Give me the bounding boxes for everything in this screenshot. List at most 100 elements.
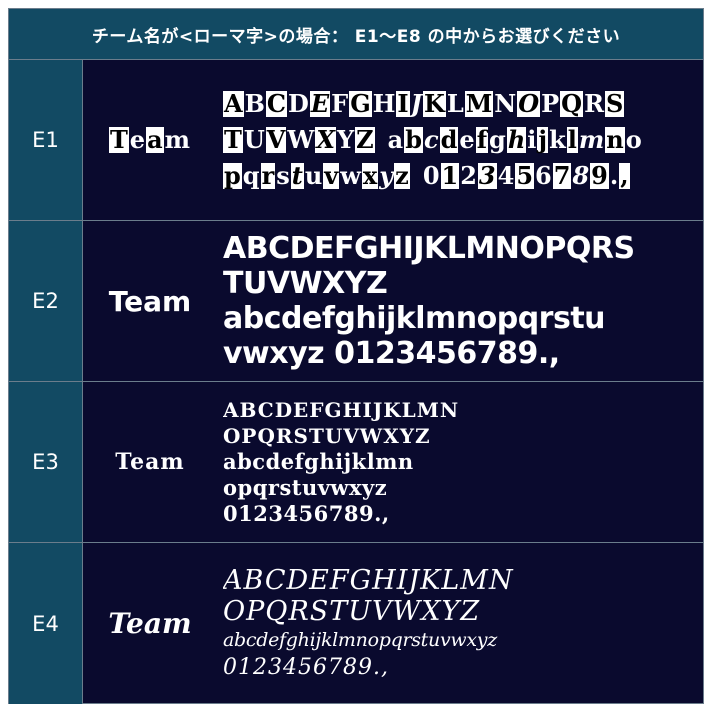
ransom-glyph: k xyxy=(548,125,567,154)
ransom-glyph: 3 xyxy=(477,161,497,190)
sample-line: abcdefghijklmn xyxy=(223,449,414,474)
sample-line: OPQRSTUVWXYZ xyxy=(223,595,481,627)
alphabet-sample: ABCDEFGHIJKLMN OPQRSTUVWXYZ abcdefghijkl… xyxy=(223,382,699,542)
ransom-glyph: x xyxy=(361,161,379,190)
ransom-glyph: S xyxy=(605,89,625,118)
ransom-glyph: J xyxy=(409,89,423,118)
ransom-glyph: c xyxy=(423,125,440,154)
ransom-glyph: P xyxy=(540,89,561,118)
alphabet-sample: ABCDEFGHIJKLMN OPQRSTUVWXYZ abcdefghijkl… xyxy=(223,543,699,704)
ransom-glyph: 2 xyxy=(459,161,478,190)
ransom-glyph: E xyxy=(309,89,331,118)
team-sample: Team xyxy=(85,221,215,381)
ransom-glyph: a xyxy=(146,125,164,154)
ransom-glyph: U xyxy=(242,125,266,154)
team-sample-text: Team xyxy=(115,449,185,475)
ransom-glyph: G xyxy=(349,89,372,118)
font-row-e4[interactable]: E4 Team ABCDEFGHIJKLMN OPQRSTUVWXYZ abcd… xyxy=(9,543,703,704)
team-sample-text: Team xyxy=(108,607,192,640)
ransom-glyph: N xyxy=(493,89,518,118)
ransom-glyph: L xyxy=(445,89,465,118)
ransom-glyph: h xyxy=(506,125,527,154)
font-code: E2 xyxy=(9,221,83,381)
ransom-glyph: l xyxy=(566,125,578,154)
ransom-glyph: a xyxy=(386,125,405,154)
font-code: E4 xyxy=(9,543,83,704)
ransom-glyph: 6 xyxy=(534,161,553,190)
ransom-glyph: 5 xyxy=(515,161,535,190)
sample-line: 0123456789., xyxy=(223,654,389,680)
ransom-glyph: 1 xyxy=(440,161,460,190)
ransom-glyph: m xyxy=(577,125,606,154)
ransom-glyph: F xyxy=(330,89,350,118)
sample-line: vwxyz 0123456789., xyxy=(223,336,560,371)
ransom-glyph: t xyxy=(290,161,304,190)
ransom-glyph: d xyxy=(439,125,459,154)
ransom-glyph: e xyxy=(128,125,147,154)
sample-line: ABCDEFGHIJKLMN xyxy=(223,564,514,596)
ransom-glyph: j xyxy=(537,125,549,154)
ransom-glyph: 7 xyxy=(552,161,572,190)
ransom-glyph: H xyxy=(371,89,397,118)
ransom-glyph: s xyxy=(275,161,291,190)
ransom-glyph: Y xyxy=(336,125,356,154)
team-sample-text: Team xyxy=(108,284,192,318)
ransom-glyph: 9 xyxy=(590,161,609,190)
sample-line: opqrstuvwxyz xyxy=(223,475,388,500)
ransom-glyph: O xyxy=(517,89,541,118)
ransom-glyph: f xyxy=(475,125,489,154)
ransom-glyph: D xyxy=(287,89,310,118)
ransom-glyph: b xyxy=(404,125,424,154)
ransom-glyph: m xyxy=(163,125,192,154)
ransom-glyph: R xyxy=(583,89,606,118)
ransom-glyph: z xyxy=(394,161,410,190)
page-title: チーム名が<ローマ字>の場合： E1〜E8 の中からお選びください xyxy=(9,9,703,60)
ransom-glyph: T xyxy=(108,125,129,154)
ransom-glyph: y xyxy=(378,161,395,190)
team-sample: Team xyxy=(85,382,215,542)
sample-line: abcdefghijklmnopqrstuvwxyz xyxy=(223,628,497,651)
alphabet-sample: ABCDEFGHIJKLMNOPQRS TUVWXYZ abcdefghijkl… xyxy=(223,221,699,381)
ransom-glyph: 8 xyxy=(571,161,591,190)
ransom-glyph: u xyxy=(303,161,324,190)
ransom-glyph: A xyxy=(223,89,244,118)
font-row-e2[interactable]: E2 Team ABCDEFGHIJKLMNOPQRS TUVWXYZ abcd… xyxy=(9,221,703,382)
sample-line: ABCDEFGHIJKLMN xyxy=(223,398,460,422)
ransom-glyph: i xyxy=(526,125,538,154)
ransom-glyph: 0 xyxy=(421,161,441,190)
ransom-glyph: Q xyxy=(560,89,584,118)
ransom-glyph: r xyxy=(260,161,276,190)
ransom-glyph: T xyxy=(223,125,243,154)
font-code: E3 xyxy=(9,382,83,542)
ransom-glyph: B xyxy=(243,89,266,118)
font-row-e3[interactable]: E3 Team ABCDEFGHIJKLMN OPQRSTUVWXYZ abcd… xyxy=(9,382,703,543)
ransom-glyph: , xyxy=(619,161,630,190)
ransom-glyph: M xyxy=(464,89,494,118)
sample-line: ABCDEFGHIJKLMNOPQRS xyxy=(223,231,635,266)
ransom-glyph: . xyxy=(608,161,620,190)
ransom-glyph: Z xyxy=(355,125,375,154)
ransom-glyph: e xyxy=(458,125,476,154)
ransom-glyph: V xyxy=(265,125,287,154)
sample-line: abcdefghijklmnopqrstu xyxy=(223,301,606,336)
ransom-glyph: K xyxy=(422,89,446,118)
ransom-glyph: o xyxy=(624,125,643,154)
font-code: E1 xyxy=(9,60,83,220)
ransom-glyph: v xyxy=(323,161,340,190)
team-sample: Team xyxy=(85,543,215,704)
sample-line: TUVWXYZ xyxy=(223,266,388,301)
sample-line: OPQRSTUVWXYZ xyxy=(223,424,431,448)
ransom-glyph: X xyxy=(315,125,336,154)
ransom-glyph: C xyxy=(265,89,288,118)
ransom-glyph: g xyxy=(488,125,507,154)
ransom-glyph: w xyxy=(339,161,362,190)
ransom-glyph: I xyxy=(396,89,410,118)
ransom-glyph: W xyxy=(286,125,316,154)
